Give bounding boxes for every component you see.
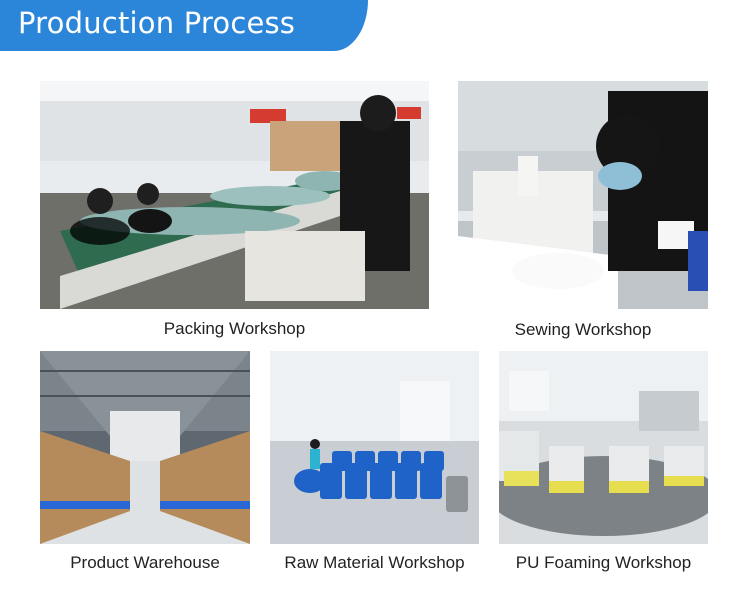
page-title: Production Process xyxy=(18,6,296,40)
pu-foaming-workshop-photo xyxy=(499,351,708,544)
caption-pu-foaming-workshop: PU Foaming Workshop xyxy=(515,553,692,572)
caption-packing-workshop: Packing Workshop xyxy=(163,319,306,338)
caption-sewing-workshop: Sewing Workshop xyxy=(514,320,652,339)
caption-raw-material-workshop: Raw Material Workshop xyxy=(284,553,465,572)
caption-product-warehouse: Product Warehouse xyxy=(70,553,220,572)
raw-material-workshop-photo xyxy=(270,351,479,544)
sewing-workshop-photo xyxy=(458,81,708,309)
header-banner: Production Process xyxy=(0,0,368,51)
product-warehouse-photo xyxy=(40,351,250,544)
packing-workshop-photo xyxy=(40,81,429,309)
